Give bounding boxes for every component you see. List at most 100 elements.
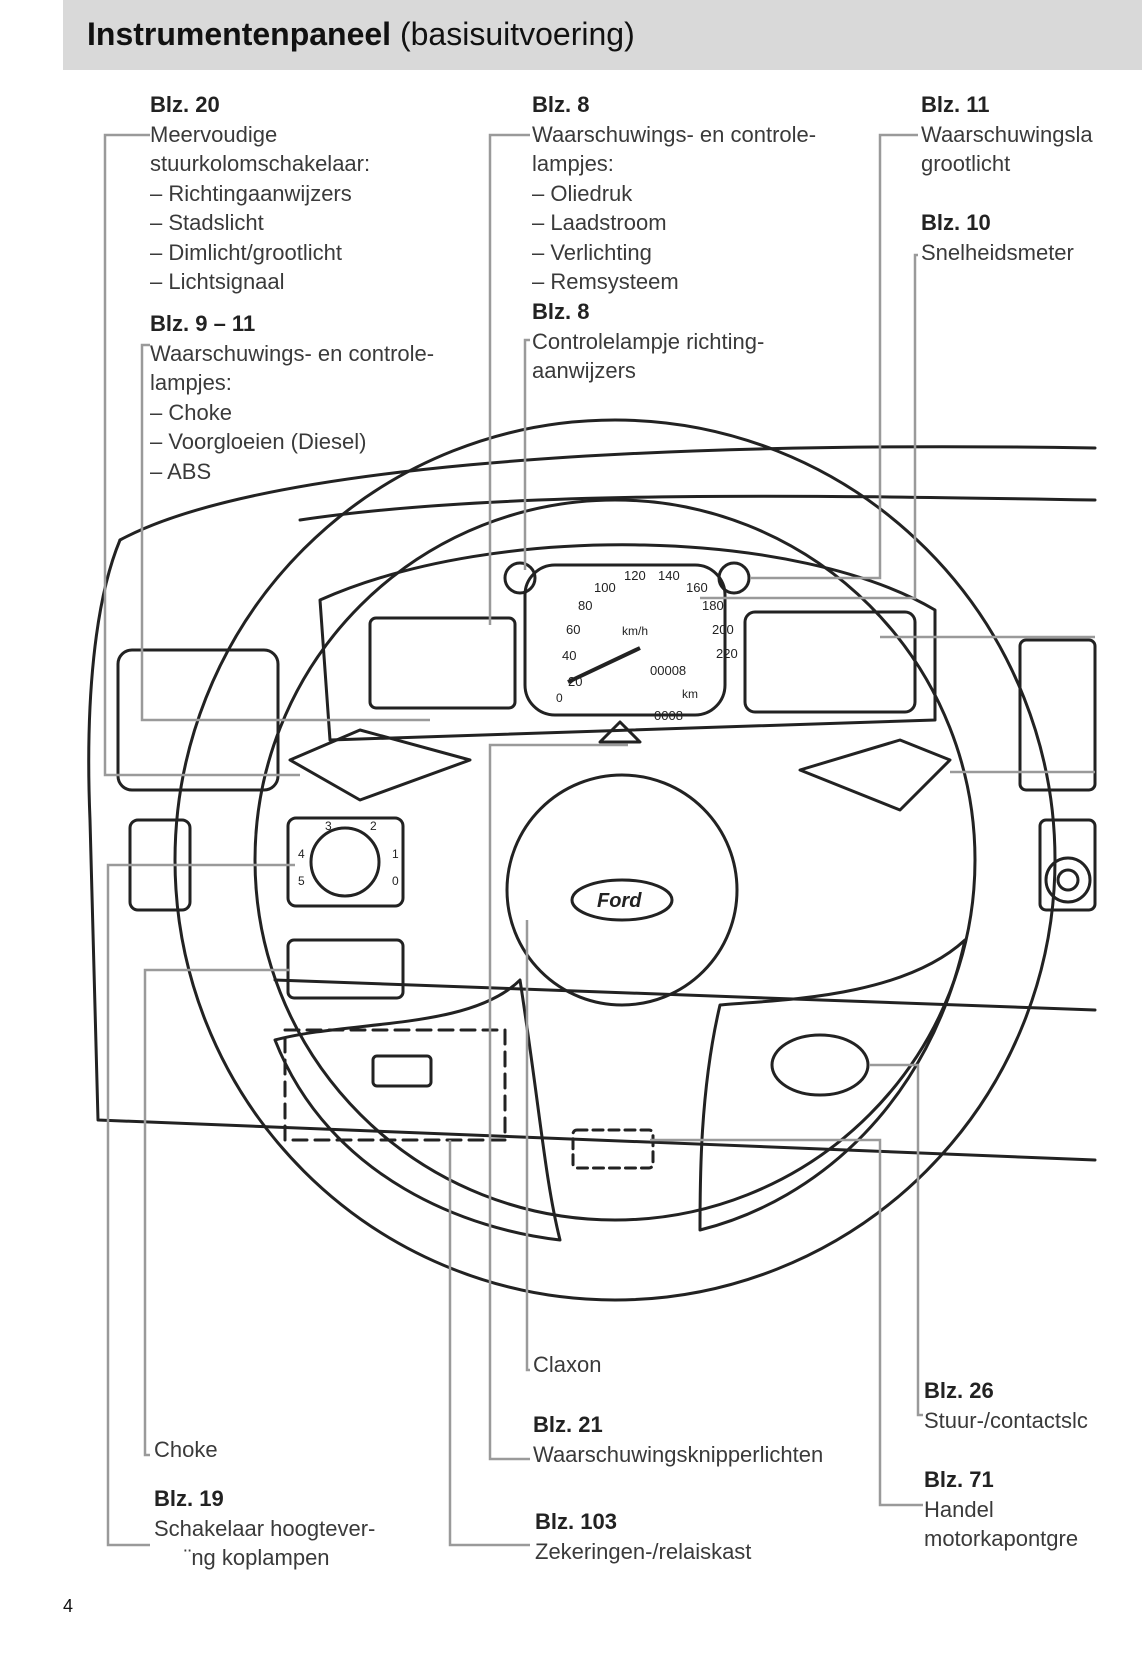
callout-line: – ABS xyxy=(150,458,212,484)
leader-c5 xyxy=(750,133,918,580)
callout-line: – Remsysteem xyxy=(532,269,679,294)
callout-line: – Dimlicht/grootlicht xyxy=(150,239,342,265)
steering-spoke-left xyxy=(273,978,562,1242)
speed-unit: km/h xyxy=(622,624,648,638)
dashboard-top-edge xyxy=(118,445,1097,542)
callout-ref: Blz. 8 xyxy=(532,299,590,324)
page-title-sub: (basisuitvoering) xyxy=(399,16,635,52)
ignition-lock xyxy=(770,1033,870,1097)
choke-control xyxy=(286,938,405,1000)
steering-wheel-outer xyxy=(173,418,1057,1302)
speed-tick-220: 220 xyxy=(716,646,738,661)
leader-c11 xyxy=(106,863,295,1547)
callout-headlamp-levelling: Blz. 19 Schakelaar hoogtever- ¨ng koplam… xyxy=(154,1484,375,1573)
light-switch-1: 1 xyxy=(392,847,399,861)
speed-tick-200: 200 xyxy=(712,622,734,637)
leader-c6 xyxy=(700,253,918,600)
light-switch-4: 4 xyxy=(298,847,305,861)
callout-ref: Blz. 10 xyxy=(921,210,991,235)
callout-ref: Blz. 20 xyxy=(150,92,220,117)
steering-wheel-inner xyxy=(253,498,977,1222)
speed-tick-120: 120 xyxy=(624,568,646,583)
callout-line: ¨ng koplampen xyxy=(184,1545,330,1570)
callout-line: Waarschuwings- en controle- xyxy=(532,121,817,147)
callout-line: Handel xyxy=(924,1496,994,1522)
fuse-box-outline xyxy=(283,1028,507,1142)
callout-indicator-lamp: Blz. 8 Controlelampje richting- aanwijze… xyxy=(532,297,764,386)
callout-line: Choke xyxy=(154,1437,218,1462)
callout-line: grootlicht xyxy=(921,151,1011,176)
multi-function-stalk-right xyxy=(798,738,952,812)
right-knob-housing xyxy=(1038,818,1097,912)
callout-line: Waarschuwings- en controle- xyxy=(150,340,435,366)
instrument-cluster-hood xyxy=(318,543,937,742)
callout-line: Zekeringen-/relaiskast xyxy=(535,1538,752,1564)
speed-tick-60: 60 xyxy=(566,622,580,637)
callout-line: – Laadstroom xyxy=(532,210,667,235)
leader-c12 xyxy=(870,1063,923,1417)
page-title: Instrumentenpaneel (basisuitvoering) xyxy=(87,16,635,53)
callout-main-beam: Blz. 11 Waarschuwingsla grootlicht xyxy=(921,90,1096,179)
headlamp-switch-housing xyxy=(286,816,405,908)
callout-ref: Blz. 21 xyxy=(533,1412,603,1437)
callout-fuse-box: Blz. 103 Zekeringen-/relaiskast xyxy=(535,1507,751,1566)
callout-line: – Choke xyxy=(150,399,232,425)
callout-line: stuurkolomschakelaar: xyxy=(150,151,371,176)
speedometer-needle xyxy=(567,646,641,684)
speedometer-housing xyxy=(523,563,727,717)
ford-logo-oval xyxy=(570,878,674,922)
speed-tick-140: 140 xyxy=(658,568,680,583)
headlamp-switch-knob xyxy=(309,826,381,898)
callout-line: – Lichtsignaal xyxy=(150,269,285,294)
callout-ref: Blz. 19 xyxy=(154,1486,224,1511)
callout-line: lampjes: xyxy=(150,370,232,395)
dashboard-lower-shelf xyxy=(273,978,1097,1012)
callout-line: aanwijzers xyxy=(532,358,636,383)
odometer: 00008 xyxy=(650,663,686,678)
leader-c3 xyxy=(488,133,530,625)
right-knob xyxy=(1044,856,1092,904)
speed-zero: 0 xyxy=(556,691,563,705)
distance-unit: km xyxy=(682,687,698,701)
warning-lights-panel xyxy=(368,616,517,710)
callout-choke: Choke xyxy=(154,1435,218,1465)
callout-ref: Blz. 11 xyxy=(921,92,990,117)
callout-hazard-lights: Blz. 21 Waarschuwingsknipperlichten xyxy=(533,1410,823,1469)
bonnet-release xyxy=(571,1128,655,1170)
callout-multifunction-switch: Blz. 20 Meervoudige stuurkolomschakelaar… xyxy=(150,90,370,297)
callout-line: – Oliedruk xyxy=(532,180,633,206)
right-side-panel xyxy=(1018,638,1097,792)
callout-line: – Stadslicht xyxy=(150,210,264,235)
hazard-switch xyxy=(598,720,642,744)
speed-tick-100: 100 xyxy=(594,580,616,595)
steering-spoke-right xyxy=(698,938,967,1232)
dashboard-upper-curve xyxy=(298,494,1097,522)
leader-lines xyxy=(103,133,1095,1547)
dashboard-left-edge xyxy=(87,538,1097,1162)
leader-c4 xyxy=(523,338,530,570)
speed-tick-160: 160 xyxy=(686,580,708,595)
leader-c10 xyxy=(143,968,290,1457)
fuse-box-handle xyxy=(371,1054,433,1088)
callout-line: – Richtingaanwijzers xyxy=(150,180,352,206)
light-switch-3: 3 xyxy=(325,819,332,833)
leader-c13 xyxy=(650,1138,923,1507)
callout-line: motorkapontgre xyxy=(924,1526,1079,1551)
callout-horn: Claxon xyxy=(533,1350,601,1380)
callout-line: Schakelaar hoogtever- xyxy=(154,1515,376,1541)
right-knob-center xyxy=(1056,868,1080,892)
page-number: 4 xyxy=(63,1596,74,1616)
callout-line: Snelheidsmeter xyxy=(921,239,1074,265)
ford-logo: Ford xyxy=(597,890,642,912)
callout-line: Waarschuwingsknipperlichten xyxy=(533,1441,824,1467)
callout-ref: Blz. 26 xyxy=(924,1378,994,1403)
callout-line: Meervoudige xyxy=(150,121,278,147)
light-switch-5: 5 xyxy=(298,874,305,888)
light-switch-0: 0 xyxy=(392,874,399,888)
leader-c1 xyxy=(103,133,300,777)
callout-line: – Verlichting xyxy=(532,239,652,265)
leader-c9 xyxy=(448,1140,530,1547)
indicator-lamp xyxy=(503,561,537,595)
callout-line: Waarschuwingsla xyxy=(921,121,1093,147)
multi-function-stalk-left xyxy=(288,728,472,802)
